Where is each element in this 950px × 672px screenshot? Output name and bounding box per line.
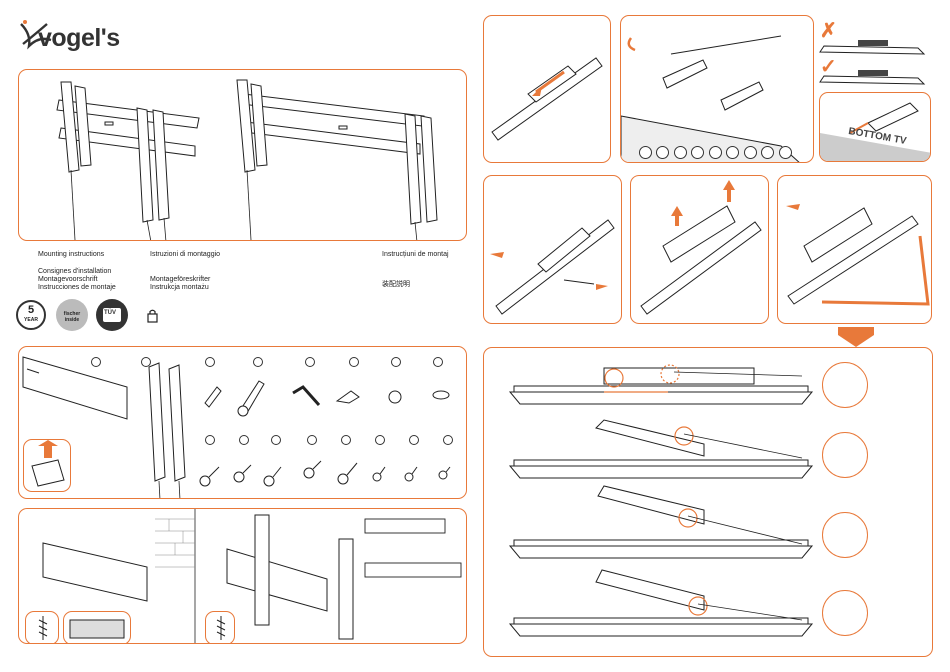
lift-illustration: [631, 176, 769, 324]
right-orientation: ✓: [818, 60, 928, 90]
part-marker: [141, 357, 151, 367]
drill-bit-icon: [26, 612, 59, 644]
warranty-badge: 5 YEAR: [16, 300, 46, 330]
instr-es: Instrucciones de montaje: [38, 284, 116, 292]
part-marker: [205, 357, 215, 367]
drill-inset-1: [25, 611, 59, 644]
wall-section-illustration: [64, 612, 131, 644]
cover-illustration-panel: [18, 69, 467, 241]
parts-illustration: [19, 347, 467, 499]
part-marker: [409, 435, 419, 445]
instr-en: Mounting instructions: [38, 251, 104, 259]
instr-pl: Instrukcja montażu: [150, 284, 209, 292]
tv-right-illustration: [818, 60, 928, 90]
instr-it: Istruzioni di montaggio: [150, 251, 220, 259]
warranty-years: 5: [18, 304, 44, 317]
step-tv-arms-panel: [620, 15, 814, 163]
part-marker: [375, 435, 385, 445]
drill-bit-icon: [206, 612, 235, 644]
drill-inset-2: [205, 611, 235, 644]
bolt-insert-illustration: [484, 176, 622, 324]
wrong-orientation: ✗: [818, 22, 928, 56]
part-marker: [239, 435, 249, 445]
tv-wrong-illustration: [818, 22, 928, 56]
warranty-unit: YEAR: [18, 317, 44, 323]
step-slide-rail-panel: [483, 15, 611, 163]
brand-name: vogel's: [38, 24, 120, 53]
part-marker: [391, 357, 401, 367]
part-marker: [341, 435, 351, 445]
instr-zh: 装配説明: [382, 281, 410, 289]
step-bolt-insert-panel: [483, 175, 622, 324]
screw-marker-row: [639, 146, 792, 163]
part-marker: [307, 435, 317, 445]
tilting-mount-left-illustration: [19, 70, 467, 241]
marking-illustration: [820, 93, 931, 162]
part-marker: [443, 435, 453, 445]
instr-sv: Montageföreskrifter: [150, 276, 210, 284]
part-marker: [253, 357, 263, 367]
hang-illustration: [778, 176, 932, 324]
tuv-text: TÜV: [104, 310, 116, 316]
part-marker: [349, 357, 359, 367]
parts-bag-icon: [24, 440, 71, 492]
detail-circle-3: [822, 512, 868, 558]
instr-nl: Montagevoorschrift: [38, 276, 98, 284]
parts-panel: [18, 346, 467, 499]
instr-ro: Instrucțiuni de montaj: [382, 251, 449, 259]
step-lift-panel: [630, 175, 769, 324]
part-marker: [433, 357, 443, 367]
detail-circle-2: [822, 432, 868, 478]
tv-back-arms-illustration: [621, 16, 814, 163]
drill-depth-inset: [63, 611, 131, 644]
part-marker: [305, 357, 315, 367]
tilt-sequence-panel: [483, 347, 933, 657]
part-marker: [91, 357, 101, 367]
rail-slide-illustration: [484, 16, 611, 163]
bottom-tv-marking-panel: BOTTOM TV: [819, 92, 931, 162]
step-hang-panel: [777, 175, 932, 324]
detail-circle-1: [822, 362, 868, 408]
detail-circle-4: [822, 590, 868, 636]
tuv-badge: TÜV: [96, 299, 128, 331]
instr-fr: Consignes d'installation: [38, 268, 111, 276]
fischer-text: fischer inside: [56, 311, 88, 323]
wall-mounting-panel: [18, 508, 467, 644]
parts-bag-inset: [23, 439, 71, 492]
lock-icon: [146, 309, 160, 323]
fischer-badge: fischer inside: [56, 299, 88, 331]
part-marker: [271, 435, 281, 445]
down-arrow-icon: [836, 327, 876, 347]
part-marker: [205, 435, 215, 445]
